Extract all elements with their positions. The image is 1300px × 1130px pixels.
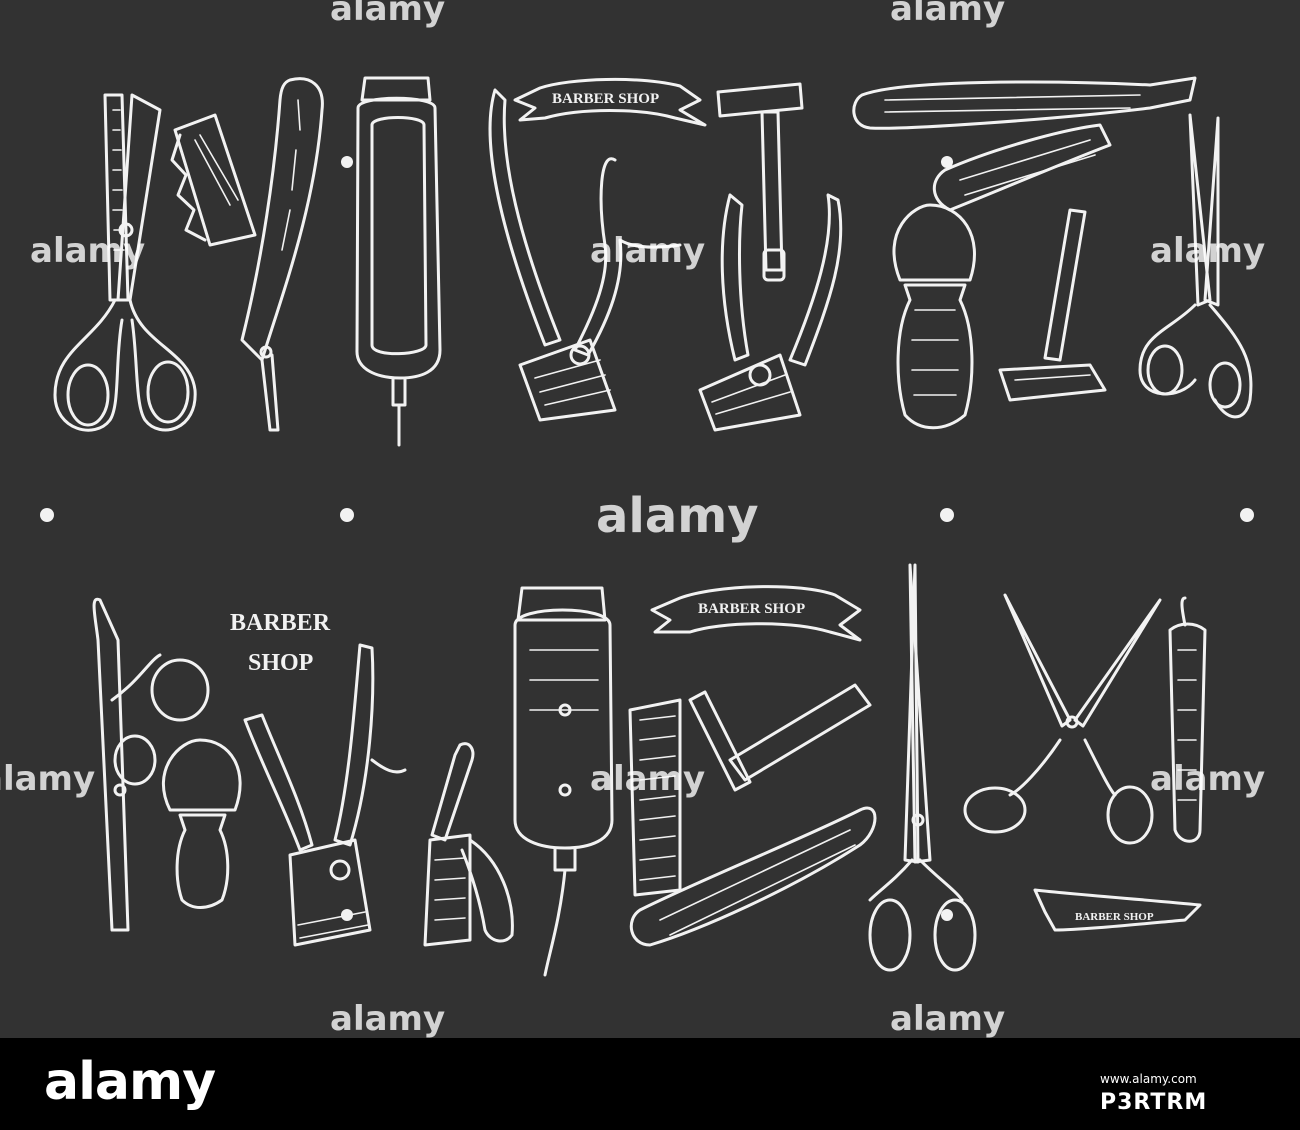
barber-shop-ribbon-middle: BARBER SHOP [650, 585, 862, 642]
shaving-brush-icon [162, 738, 242, 909]
straight-razor-icon [1168, 596, 1207, 843]
watermark-text: alamy [0, 759, 95, 799]
corded-clipper-icon [513, 586, 614, 977]
alamy-brand-logo: alamy [44, 1052, 216, 1112]
ribbon-middle-label: BARBER SHOP [698, 601, 805, 617]
image-id: P3RTRM [1100, 1090, 1208, 1115]
manual-hair-clipper-icon [243, 643, 407, 947]
watermark-text: alamy [30, 231, 145, 271]
ribbon-small-label: BARBER SHOP [1075, 911, 1154, 923]
watermark-text: alamy [1150, 231, 1265, 271]
illustration-canvas: BARBER SHOP [0, 0, 1265, 1038]
manual-hair-clipper-icon [488, 88, 682, 422]
crossed-scissors-icon [963, 593, 1162, 845]
watermark-text: alamy [1150, 759, 1265, 799]
watermark-text: alamy [330, 0, 445, 29]
straight-razor-icon [629, 806, 877, 947]
watermark-row-bottom: alamy alamy [330, 999, 1005, 1038]
watermark-text: alamy [890, 0, 1005, 29]
watermark-text: alamy [330, 999, 445, 1038]
shaving-brush-icon [892, 203, 976, 430]
barber-tools-illustration: BARBER SHOP [0, 0, 1300, 1038]
safety-razor-icon [998, 208, 1107, 402]
watermark-text: alamy [596, 488, 759, 544]
ribbon-top-label: BARBER SHOP [552, 91, 659, 107]
barber-shop-ribbon-small: BARBER SHOP [1033, 888, 1202, 932]
watermark-text: alamy [590, 231, 705, 271]
manual-hair-clipper-icon [698, 193, 843, 432]
stacked-label-barber: BARBER [230, 610, 331, 636]
watermark-row-lower: alamy alamy alamy [0, 759, 1265, 799]
safety-razor-icon [688, 683, 872, 792]
hairdressing-scissors-icon [1138, 113, 1253, 419]
safety-razor-icon [716, 82, 804, 282]
straight-razor-icon [852, 76, 1197, 212]
hairdressing-scissors-icon [868, 563, 977, 972]
barber-shop-ribbon-top: BARBER SHOP [513, 77, 707, 127]
cordless-clipper-icon [355, 76, 442, 447]
footer-bar: alamy www.alamy.com P3RTRM [0, 1038, 1300, 1130]
alamy-url: www.alamy.com [1100, 1072, 1197, 1086]
alamy-a-logo-icon [40, 156, 1254, 921]
thinning-scissors-icon [53, 93, 197, 432]
safety-blade-icon [170, 113, 257, 247]
hairdressing-scissors-icon [92, 597, 210, 932]
watermark-row-upper: alamy alamy alamy [30, 231, 1265, 271]
straight-razor-icon [423, 742, 514, 947]
watermark-row-middle: alamy [596, 488, 759, 544]
watermark-row-top: alamy alamy [330, 0, 1005, 29]
straight-razor-icon [240, 77, 324, 432]
watermark-text: alamy [590, 759, 705, 799]
stacked-label-shop: SHOP [248, 650, 313, 676]
watermark-text: alamy [890, 999, 1005, 1038]
